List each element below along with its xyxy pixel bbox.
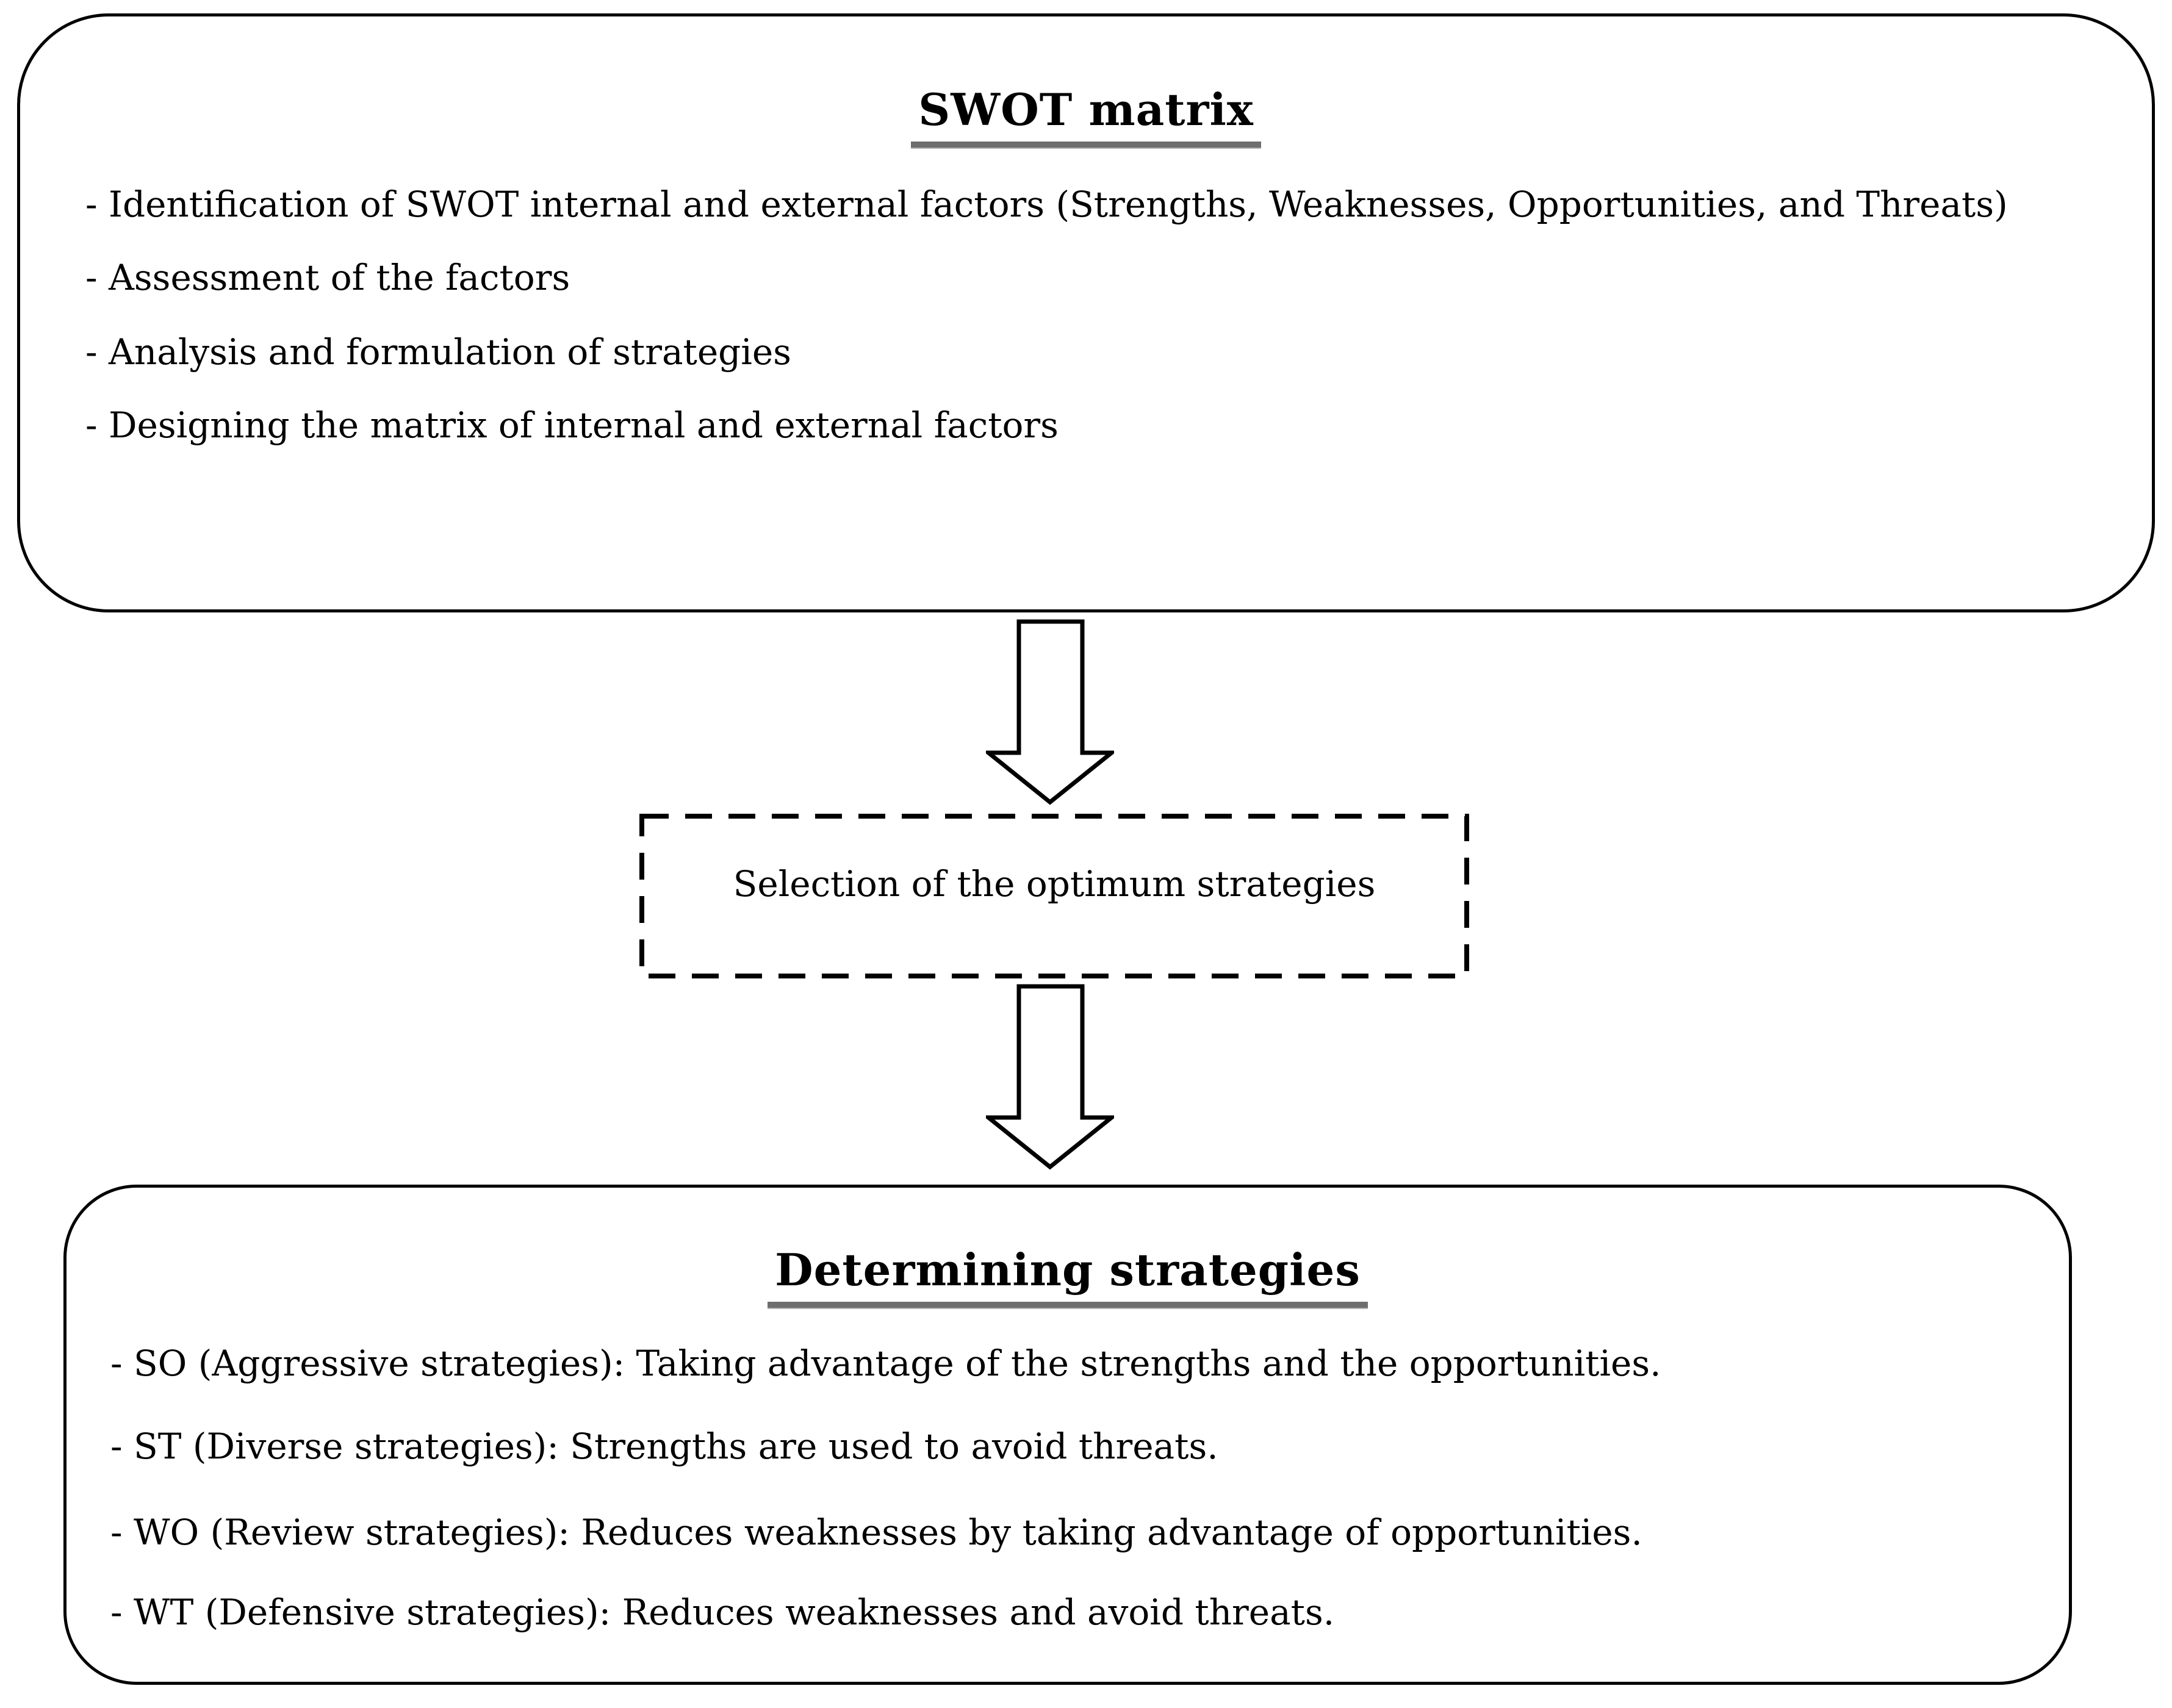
swot-matrix-title: SWOT matrix [20, 84, 2152, 148]
strategy-item-wt: - WT (Defensive strategies): Reduces wea… [110, 1591, 1335, 1633]
swot-matrix-title-text: SWOT matrix [911, 84, 1261, 148]
dashed-border [639, 814, 1469, 978]
swot-item-identification: - Identification of SWOT internal and ex… [85, 184, 2008, 225]
determining-strategies-title: Determining strategies [67, 1244, 2069, 1308]
selection-optimum-strategies-label: Selection of the optimum strategies [733, 863, 1376, 905]
strategy-item-wo: - WO (Review strategies): Reduces weakne… [110, 1512, 1642, 1553]
strategy-item-st: - ST (Diverse strategies): Strengths are… [110, 1426, 1218, 1467]
down-arrow-icon [986, 619, 1114, 805]
swot-matrix-box: SWOT matrix - Identification of SWOT int… [17, 13, 2155, 612]
determining-strategies-title-text: Determining strategies [768, 1244, 1368, 1308]
selection-optimum-strategies-box: Selection of the optimum strategies [639, 813, 1470, 979]
swot-item-designing: - Designing the matrix of internal and e… [85, 404, 1059, 446]
down-arrow-icon [986, 984, 1114, 1170]
swot-item-assessment: - Assessment of the factors [85, 257, 570, 298]
determining-strategies-box: Determining strategies - SO (Aggressive … [63, 1185, 2072, 1685]
swot-item-analysis: - Analysis and formulation of strategies [85, 331, 791, 373]
strategy-item-so: - SO (Aggressive strategies): Taking adv… [110, 1343, 1661, 1384]
